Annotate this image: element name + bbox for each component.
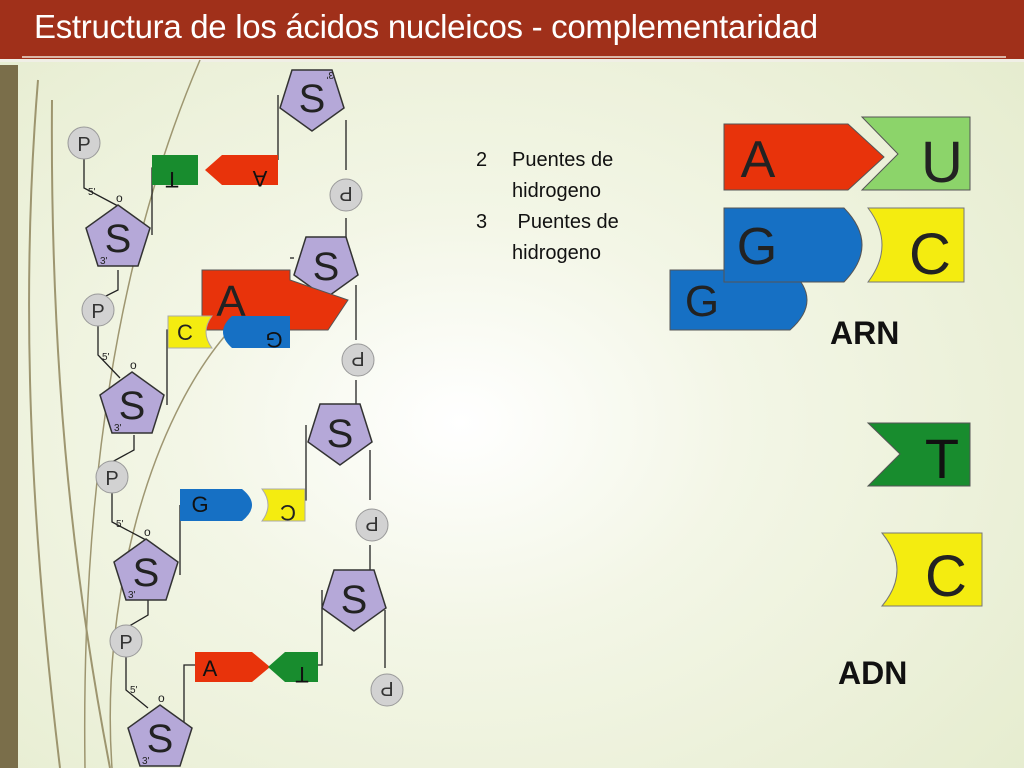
sugar-right-3-label: S — [327, 412, 354, 456]
base-t-pair5-label: T — [295, 662, 308, 687]
sugar-right-2 — [293, 236, 359, 299]
legend-item-2-number: 3 — [476, 211, 488, 233]
prime5-left-1: 5' — [88, 187, 96, 198]
base-t-pair1-label: T — [165, 167, 178, 192]
sugar-left-1-o: o — [116, 191, 123, 205]
phosphate-left-1-label: P — [77, 134, 90, 156]
base-c-pair3-label: C — [177, 320, 193, 345]
sugar-left-4-prime3: 3' — [142, 756, 150, 767]
base-a-pair5-label: A — [203, 656, 218, 681]
right-sugars: S 3' S S S — [279, 69, 387, 632]
sugar-right-2-label: S — [313, 245, 340, 289]
base-g-pair3-label: G — [265, 327, 282, 352]
strand-base-pairs: T A A C G G C A T — [152, 155, 349, 687]
sugar-left-3-prime3: 3' — [128, 590, 136, 601]
arn-base-c-label: C — [909, 222, 951, 287]
prime5-left-4: 5' — [130, 685, 138, 696]
left-decorative-stripe — [0, 65, 18, 768]
right-backbone — [277, 95, 386, 668]
arn-base-g — [723, 207, 863, 283]
arn-base-u-label: U — [921, 130, 963, 195]
base-t-pair5 — [268, 652, 318, 682]
sugar-left-2-o: o — [130, 358, 137, 372]
legend-item-1-line2: hidrogeno — [512, 180, 601, 202]
phosphate-right-4-label: P — [380, 677, 393, 699]
base-c-pair4 — [261, 488, 306, 522]
left-phosphates: P P P P — [67, 126, 143, 658]
base-a-pair1-label: A — [252, 166, 267, 191]
legend-item-1: 2 Puentes de hidrogeno — [476, 145, 676, 207]
phosphate-left-3 — [95, 460, 129, 494]
sugar-left-2-prime3: 3' — [114, 423, 122, 434]
phosphate-left-4-label: P — [119, 632, 132, 654]
adn-base-c-label: C — [925, 544, 967, 609]
arn-base-a-label: A — [741, 131, 776, 189]
sugar-left-4 — [127, 704, 193, 767]
phosphate-right-1-label: P — [339, 182, 352, 204]
arn-label: ARN — [830, 315, 900, 351]
prime5-left-2: 5' — [102, 352, 110, 363]
legend-item-2-line2: hidrogeno — [512, 242, 601, 264]
phosphate-right-2-label: P — [351, 347, 364, 369]
arn-base-u — [860, 116, 971, 191]
title-underline — [22, 56, 1006, 58]
sugar-left-3 — [113, 538, 179, 601]
sugar-right-1-prime3: 3' — [326, 69, 334, 80]
sugar-right-4-label: S — [341, 578, 368, 622]
phosphate-left-4 — [109, 624, 143, 658]
phosphate-right-3 — [355, 508, 389, 542]
sugar-left-4-o: o — [158, 691, 165, 705]
sugar-right-3 — [307, 403, 373, 466]
decorative-vines — [28, 59, 231, 768]
adn-base-t-label: T — [925, 427, 959, 490]
title-bar: Estructura de los ácidos nucleicos - com… — [0, 0, 1024, 62]
sugar-left-4-label: S — [147, 717, 174, 761]
base-a-pair5 — [195, 652, 270, 682]
sugar-right-1 — [279, 69, 345, 132]
sugar-left-2-label: S — [119, 384, 146, 428]
base-g-pair4-label: G — [191, 492, 208, 517]
prime5-left-3: 5' — [116, 519, 124, 530]
sugar-left-3-o: o — [144, 525, 151, 539]
base-a-pair1 — [205, 155, 278, 185]
arn-base-g-extra-label: G — [685, 277, 719, 326]
phosphate-right-3-label: P — [365, 512, 378, 534]
base-t-pair1 — [152, 155, 198, 185]
arn-base-g-label: G — [737, 218, 777, 276]
base-c-pair3 — [167, 315, 213, 349]
right-phosphates: P P P P — [329, 178, 404, 707]
legend-item-2: 3 Puentes de hidrogeno — [476, 207, 676, 269]
sugar-left-1-prime3: 3' — [100, 256, 108, 267]
legend-item-1-line1: Puentes de — [512, 149, 614, 171]
hydrogen-bond-legend: 2 Puentes de hidrogeno 3 Puentes de hidr… — [476, 145, 676, 269]
base-g-pair3 — [223, 316, 290, 348]
base-c-pair4-label: C — [280, 500, 296, 525]
adn-base-t — [866, 422, 971, 487]
phosphate-left-3-label: P — [105, 468, 118, 490]
base-g-pair4 — [180, 489, 252, 521]
arn-base-a — [723, 123, 885, 191]
legend-item-2-line1: Puentes de — [512, 211, 619, 233]
sugar-right-4 — [321, 569, 387, 632]
phosphate-left-2 — [81, 293, 115, 327]
legend-item-1-number: 2 — [476, 149, 488, 171]
right-bases: A U G G C T C — [669, 116, 983, 609]
left-sugars: S 3' o S 3' o S 3' o S 3' o 5' 5' 5' 5' — [85, 187, 193, 767]
sugar-left-3-label: S — [133, 551, 160, 595]
phosphate-right-4 — [370, 673, 404, 707]
adn-label: ADN — [838, 655, 908, 691]
sugar-right-1-label: S — [299, 77, 326, 121]
phosphate-right-1 — [329, 178, 363, 212]
page-title: Estructura de los ácidos nucleicos - com… — [34, 8, 818, 45]
phosphate-right-2 — [341, 343, 375, 377]
arn-base-c — [866, 207, 965, 283]
sugar-left-1-label: S — [105, 217, 132, 261]
sugar-left-1 — [85, 204, 151, 267]
adn-base-c — [880, 532, 983, 607]
phosphate-left-2-label: P — [91, 301, 104, 323]
sugar-left-2 — [99, 371, 165, 434]
base-a-pair2 — [201, 269, 349, 331]
phosphate-left-1 — [67, 126, 101, 160]
